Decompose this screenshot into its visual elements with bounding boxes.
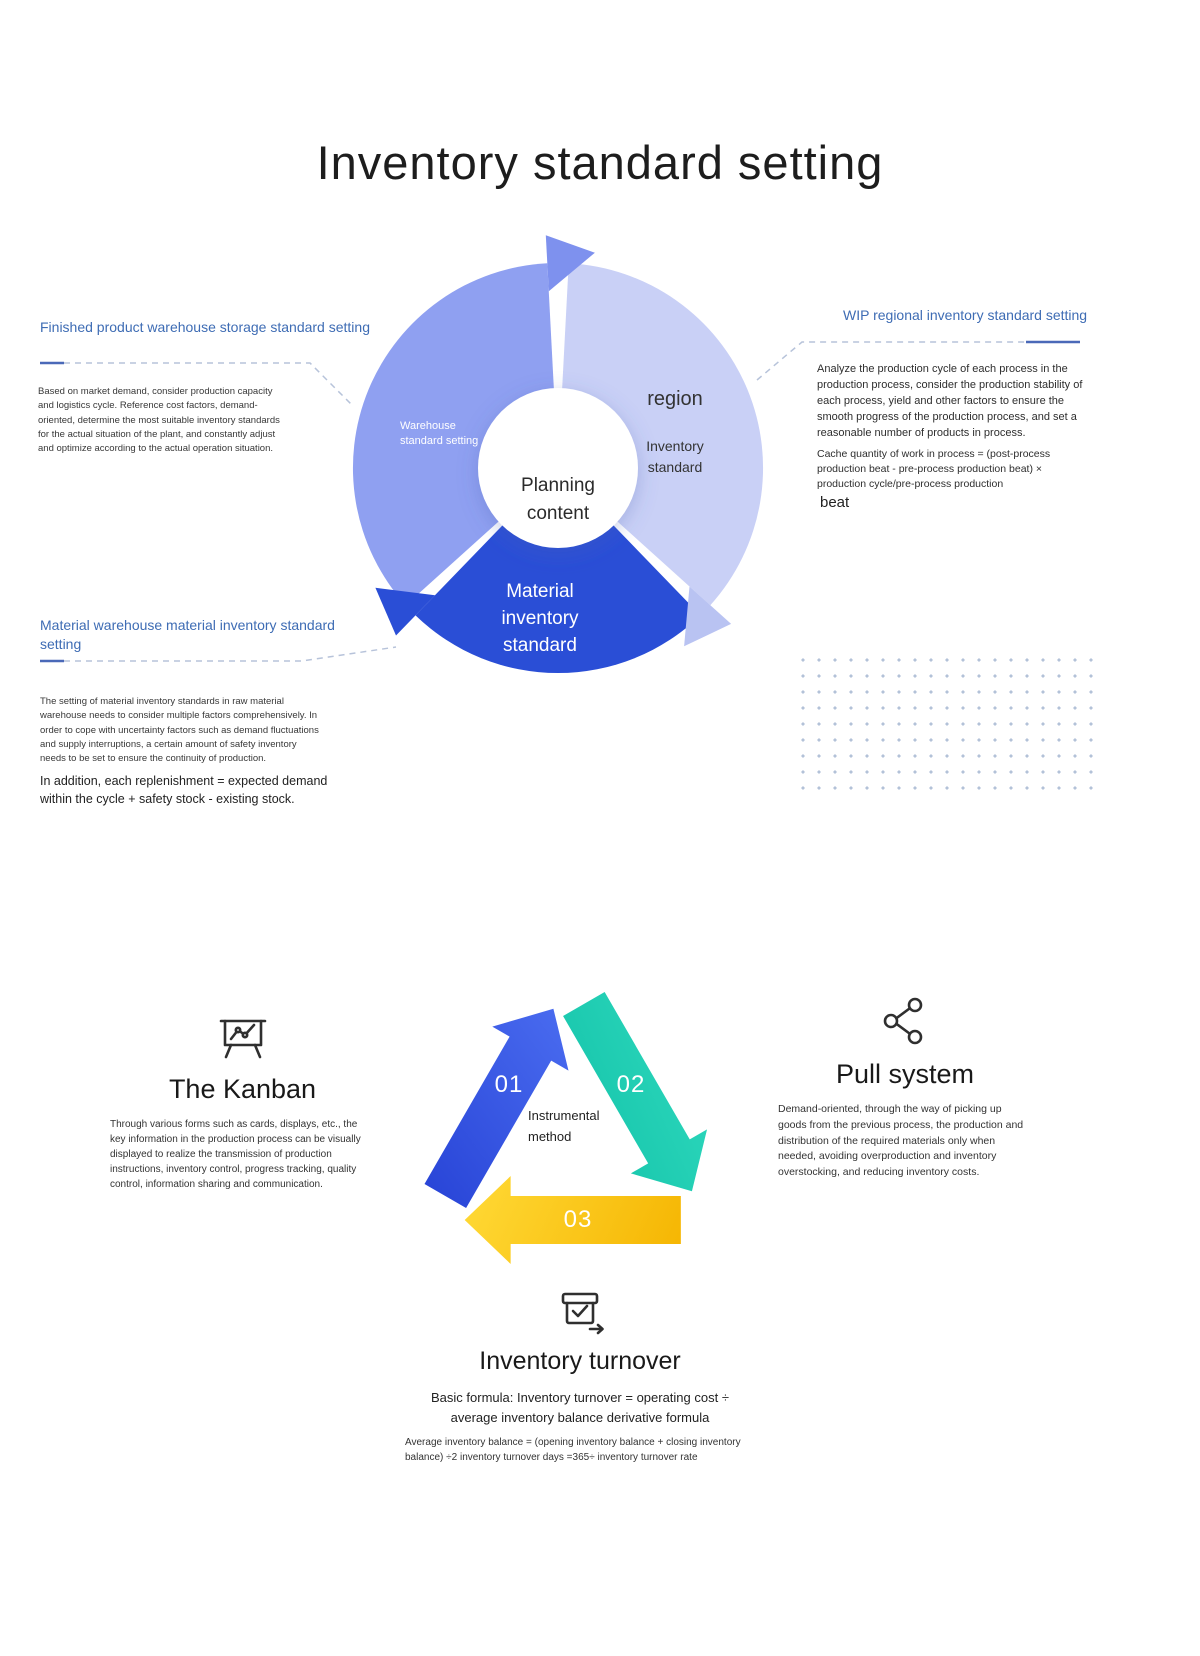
callout-wip-body: Analyze the production cycle of each pro… — [817, 363, 1083, 439]
planning-wheel-svg — [352, 235, 764, 674]
share-nodes-icon — [883, 997, 923, 1045]
box-check-icon — [561, 1292, 604, 1335]
callout-finished-heading: Finished product warehouse storage stand… — [40, 319, 370, 335]
pull-system-section: Pull system Demand-oriented, through the… — [770, 995, 1040, 1181]
callout-wip-heading: WIP regional inventory standard setting — [843, 307, 1088, 323]
wheel-center-circle — [478, 388, 638, 548]
wheel-arrow-bottom-left-icon — [375, 587, 435, 636]
pull-system-heading: Pull system — [835, 1059, 975, 1089]
kanban-section: The Kanban Through various forms such as… — [100, 1010, 385, 1192]
cycle-center-label: Instrumental method — [528, 1108, 600, 1144]
wheel-center-label: Planning content — [521, 475, 595, 524]
inventory-turnover-formula: Basic formula: Inventory turnover = oper… — [431, 1390, 729, 1425]
inventory-turnover-section: Inventory turnover Basic formula: Invent… — [370, 1285, 790, 1465]
kanban-body: Through various forms such as cards, dis… — [110, 1119, 361, 1190]
wheel-segment-material — [415, 468, 701, 674]
callout-material-heading: Material warehouse material inventory st… — [40, 617, 335, 652]
page-title: Inventory standard setting — [316, 136, 884, 190]
segment-label-region: Inventory standard — [646, 438, 704, 475]
segment-label-material: Material inventory standard — [501, 581, 579, 656]
segment-label-warehouse: Warehouse standard setting — [400, 420, 479, 447]
step-number-01: 01 — [494, 1071, 524, 1098]
wheel-arrow-top-icon — [545, 235, 595, 292]
wheel-arrow-right-icon — [684, 586, 732, 647]
step-number-03: 03 — [563, 1206, 593, 1233]
board-chart-icon — [219, 1019, 266, 1059]
kanban-heading: The Kanban — [168, 1074, 317, 1104]
wheel-segment-warehouse — [352, 263, 558, 606]
segment-title-region: region — [647, 388, 703, 410]
inventory-turnover-heading: Inventory turnover — [479, 1347, 681, 1375]
inventory-turnover-detail: Average inventory balance = (opening inv… — [405, 1437, 741, 1463]
dot-grid-decoration — [795, 652, 1095, 792]
planning-wheel-diagram: Warehouse standard setting region Invent… — [330, 230, 800, 700]
pull-system-body: Demand-oriented, through the way of pick… — [778, 1103, 1024, 1178]
callout-wip-formula: Cache quantity of work in process = (pos… — [817, 448, 1051, 491]
callout-material-body: The setting of material inventory standa… — [40, 696, 319, 764]
callout-finished-body: Based on market demand, consider product… — [38, 386, 280, 454]
wheel-segment-region — [558, 263, 764, 606]
callout-material-note: In addition, each replenishment = expect… — [40, 774, 328, 807]
cycle-diagram: 01 02 03 Instrumental method — [360, 950, 780, 1310]
step-number-02: 02 — [616, 1071, 646, 1098]
callout-wip-formula-tail: beat — [820, 494, 850, 511]
